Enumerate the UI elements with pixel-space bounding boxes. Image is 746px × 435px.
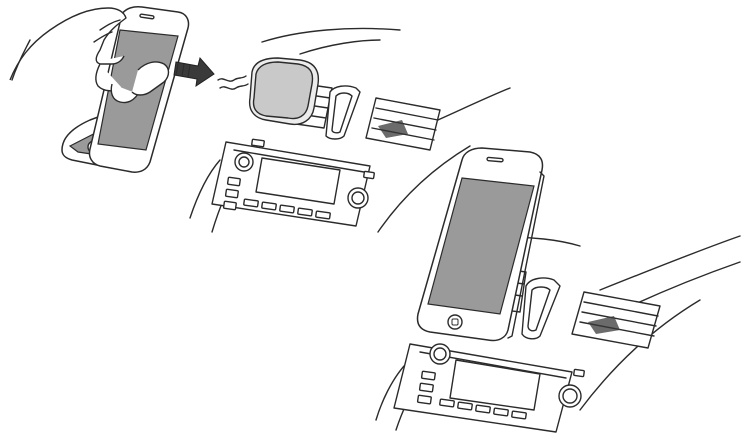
step1-hand-phone	[9, 6, 249, 173]
step2-dashboard	[375, 235, 741, 433]
hand-icon	[9, 7, 170, 104]
magnetic-mount-icon	[248, 57, 320, 126]
step1-dashboard	[189, 27, 511, 233]
mounted-phone-icon	[416, 147, 545, 342]
push-arrow-icon	[173, 56, 215, 88]
magnet-waves-icon	[217, 75, 249, 90]
